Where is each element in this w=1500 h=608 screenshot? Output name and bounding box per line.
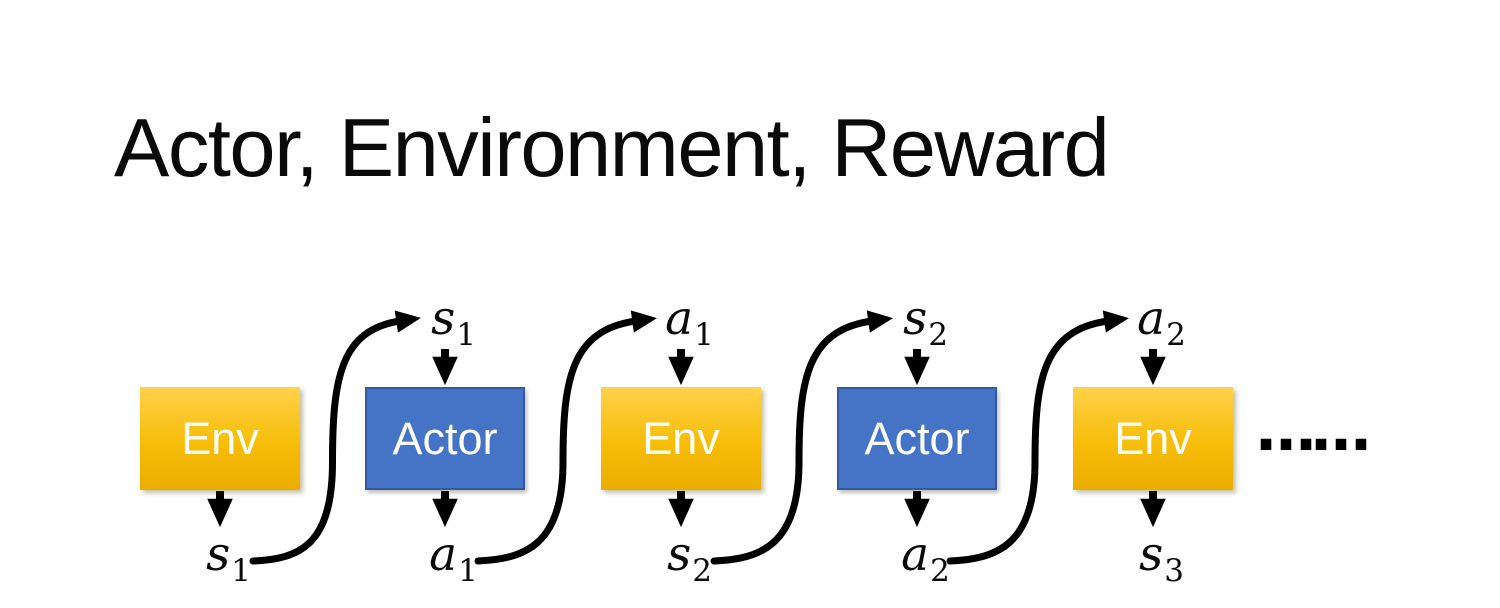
top-label-a1: a1 — [644, 295, 734, 351]
top-label-a2-sub: 2 — [1166, 317, 1186, 353]
env-box-3: Env — [1073, 387, 1233, 490]
bottom-label-a2-base: a — [901, 527, 930, 582]
ellipsis-dots: …… — [1256, 395, 1371, 465]
bottom-label-s3: s3 — [1116, 531, 1206, 587]
bottom-label-a1-base: a — [429, 527, 458, 582]
slide-title: Actor, Environment, Reward — [114, 101, 1110, 194]
bottom-label-s2-base: s — [667, 527, 692, 582]
top-label-s2: s2 — [880, 295, 970, 351]
env-box-2-label: Env — [642, 413, 720, 464]
bottom-label-s2-sub: 2 — [692, 553, 712, 589]
actor-box-1-label: Actor — [392, 413, 498, 464]
bottom-label-s3-sub: 3 — [1164, 553, 1184, 589]
top-label-s1: s1 — [408, 295, 498, 351]
env-box-1: Env — [140, 387, 300, 490]
bottom-label-a2-sub: 2 — [930, 553, 950, 589]
top-label-s2-base: s — [903, 291, 928, 346]
top-label-a1-sub: 1 — [694, 317, 714, 353]
bottom-label-s3-base: s — [1139, 527, 1164, 582]
top-label-s2-sub: 2 — [928, 317, 948, 353]
bottom-label-s2: s2 — [644, 531, 734, 587]
bottom-label-a2: a2 — [880, 531, 970, 587]
bottom-label-a1: a1 — [408, 531, 498, 587]
bottom-label-s1-sub: 1 — [231, 553, 251, 589]
bottom-label-s1-base: s — [206, 527, 231, 582]
top-label-s1-sub: 1 — [456, 317, 476, 353]
top-label-a2-base: a — [1137, 291, 1166, 346]
top-label-s1-base: s — [431, 291, 456, 346]
actor-box-1: Actor — [365, 387, 525, 490]
bottom-label-a1-sub: 1 — [458, 553, 478, 589]
env-box-1-label: Env — [181, 413, 259, 464]
env-box-2: Env — [601, 387, 761, 490]
env-box-3-label: Env — [1114, 413, 1192, 464]
top-label-a2: a2 — [1116, 295, 1206, 351]
bottom-label-s1: s1 — [183, 531, 273, 587]
top-label-a1-base: a — [665, 291, 694, 346]
actor-box-2: Actor — [837, 387, 997, 490]
actor-box-2-label: Actor — [864, 413, 970, 464]
